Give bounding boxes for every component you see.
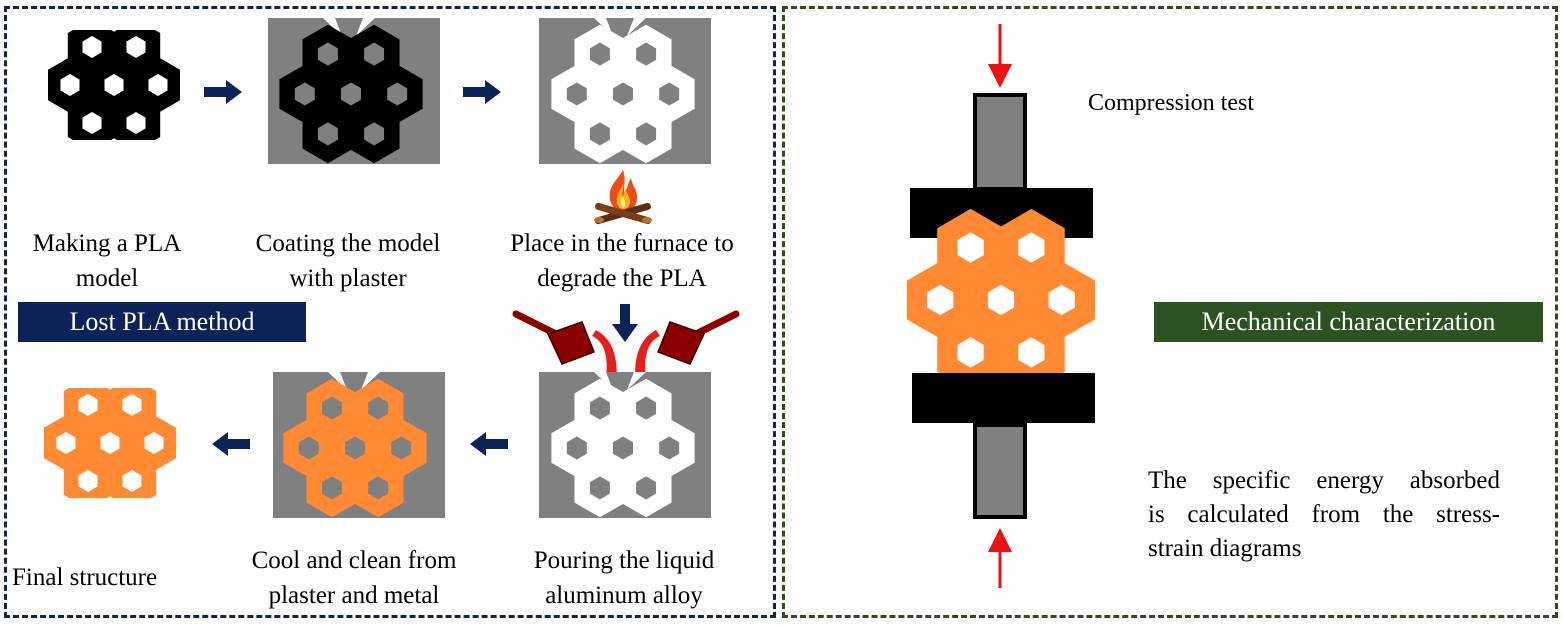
ladle-icon <box>512 310 560 338</box>
empty-plaster-mold <box>539 18 711 164</box>
plaster-coated-model <box>268 18 440 164</box>
compression-test-rig <box>906 24 1096 588</box>
right-arrow-icon <box>463 80 501 104</box>
cast-aluminum-in-mold <box>273 372 445 518</box>
mold-with-cavity <box>539 372 711 518</box>
compression-test-label: Compression test <box>1088 90 1254 116</box>
step-make-model-caption: Making a PLA model <box>32 230 182 292</box>
step-pour-caption: Pouring the liquid aluminum alloy <box>533 547 715 609</box>
step-coat-model-caption: Coating the model with plaster <box>255 230 441 292</box>
left-arrow-icon <box>470 432 508 456</box>
force-arrow-up-icon <box>988 528 1012 588</box>
campfire-icon <box>594 170 652 225</box>
step-cool-clean-caption: Cool and clean from plaster and metal <box>251 547 457 609</box>
lost-pla-method-panel <box>4 6 776 618</box>
down-arrow-icon <box>612 304 638 342</box>
lost-pla-method-label: Lost PLA method <box>18 302 306 342</box>
right-arrow-icon <box>204 80 242 104</box>
energy-absorption-note: The specific energy absorbed is calculat… <box>1148 467 1500 562</box>
force-arrow-down-icon <box>988 24 1012 88</box>
final-aluminum-structure <box>44 388 176 498</box>
step-final-caption: Final structure <box>12 564 158 591</box>
mechanical-characterization-label: Mechanical characterization <box>1154 302 1543 342</box>
pla-honeycomb-model <box>48 30 180 140</box>
step-furnace-caption: Place in the furnace to degrade the PLA <box>510 230 734 292</box>
left-arrow-icon <box>212 432 250 456</box>
mechanical-characterization-panel <box>782 6 1558 618</box>
